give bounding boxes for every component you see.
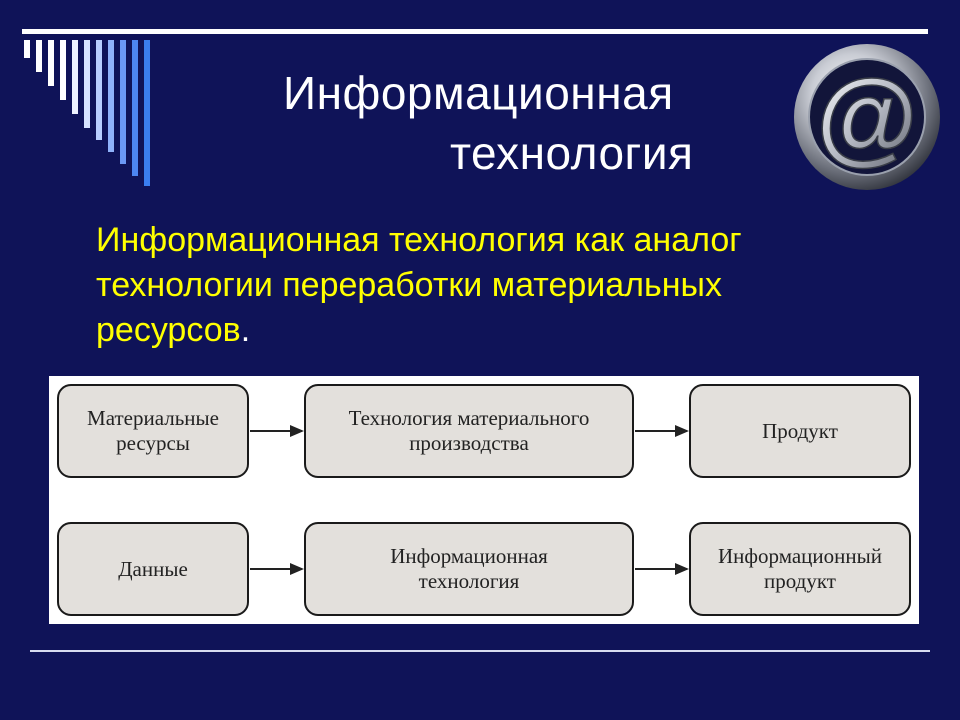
slide-title-line1: Информационная bbox=[283, 67, 674, 119]
arrow-data-to-technology bbox=[250, 563, 304, 575]
arrow-resources-to-production bbox=[250, 425, 304, 437]
arrow-production-to-product bbox=[635, 425, 689, 437]
arrow-technology-to-info-product bbox=[635, 563, 689, 575]
box-data: Данные bbox=[57, 522, 249, 616]
slide-subtitle: Информационная технология как аналог тех… bbox=[96, 218, 856, 353]
stripes-decoration bbox=[24, 40, 150, 186]
box-material-production-technology: Технология материального производства bbox=[304, 384, 634, 478]
slide-title-line2: технология bbox=[450, 127, 694, 179]
subtitle-text: Информационная технология как аналог тех… bbox=[96, 221, 742, 349]
process-diagram: Материальные ресурсы Технология материал… bbox=[49, 376, 919, 624]
box-information-product: Информационный продукт bbox=[689, 522, 911, 616]
box-product: Продукт bbox=[689, 384, 911, 478]
bottom-rule bbox=[30, 650, 930, 652]
box-material-resources: Материальные ресурсы bbox=[57, 384, 249, 478]
at-sign-text: @ bbox=[816, 59, 917, 175]
box-information-technology: Информационная технология bbox=[304, 522, 634, 616]
subtitle-period: . bbox=[240, 311, 251, 349]
at-sign-logo-icon: @ bbox=[794, 44, 940, 190]
top-rule bbox=[22, 29, 928, 34]
